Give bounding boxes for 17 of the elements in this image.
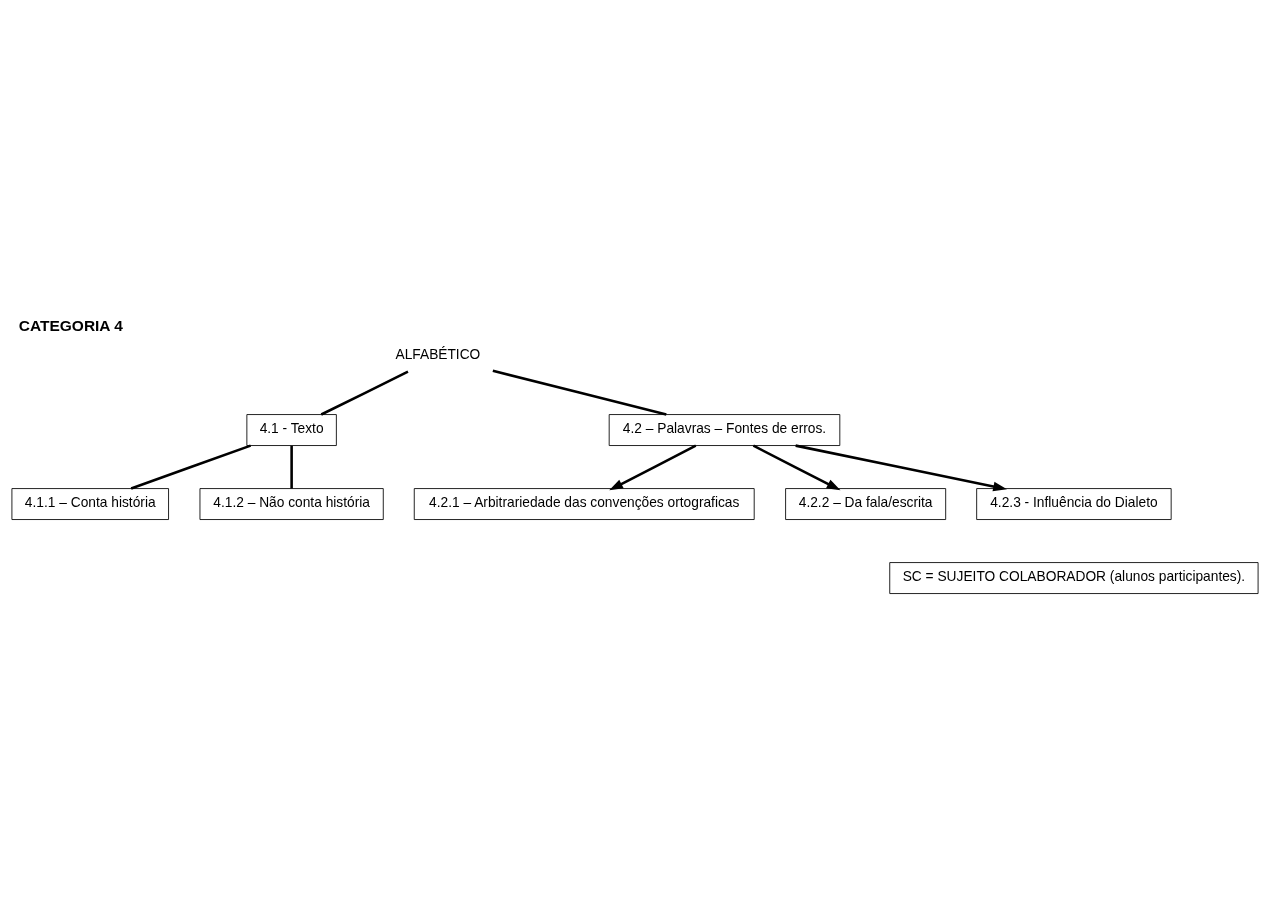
node-box: 4.2.3 - Influência do Dialeto: [976, 487, 1172, 520]
connector: [320, 370, 409, 416]
node-box: 4.1.1 – Conta história: [11, 487, 169, 520]
diagram-title: CATEGORIA 4: [18, 316, 123, 334]
node-box: 4.1.2 – Não conta história: [199, 487, 384, 520]
node-text: ALFABÉTICO: [395, 346, 481, 362]
arrow: [609, 444, 697, 490]
arrow: [752, 444, 841, 490]
arrow: [795, 443, 1007, 491]
node-box: 4.2.1 – Arbitrariedade das convenções ortograficas: [413, 487, 755, 520]
node-box: 4.2.2 – Da fala/escrita: [785, 487, 947, 520]
node-box: 4.2 – Palavras – Fontes de erros.: [608, 413, 841, 446]
connector: [492, 369, 667, 416]
node-box: 4.1 - Texto: [246, 413, 337, 446]
connector: [130, 443, 252, 490]
connector: [290, 445, 293, 488]
node-box: SC = SUJEITO COLABORADOR (alunos participantes).: [889, 561, 1259, 594]
